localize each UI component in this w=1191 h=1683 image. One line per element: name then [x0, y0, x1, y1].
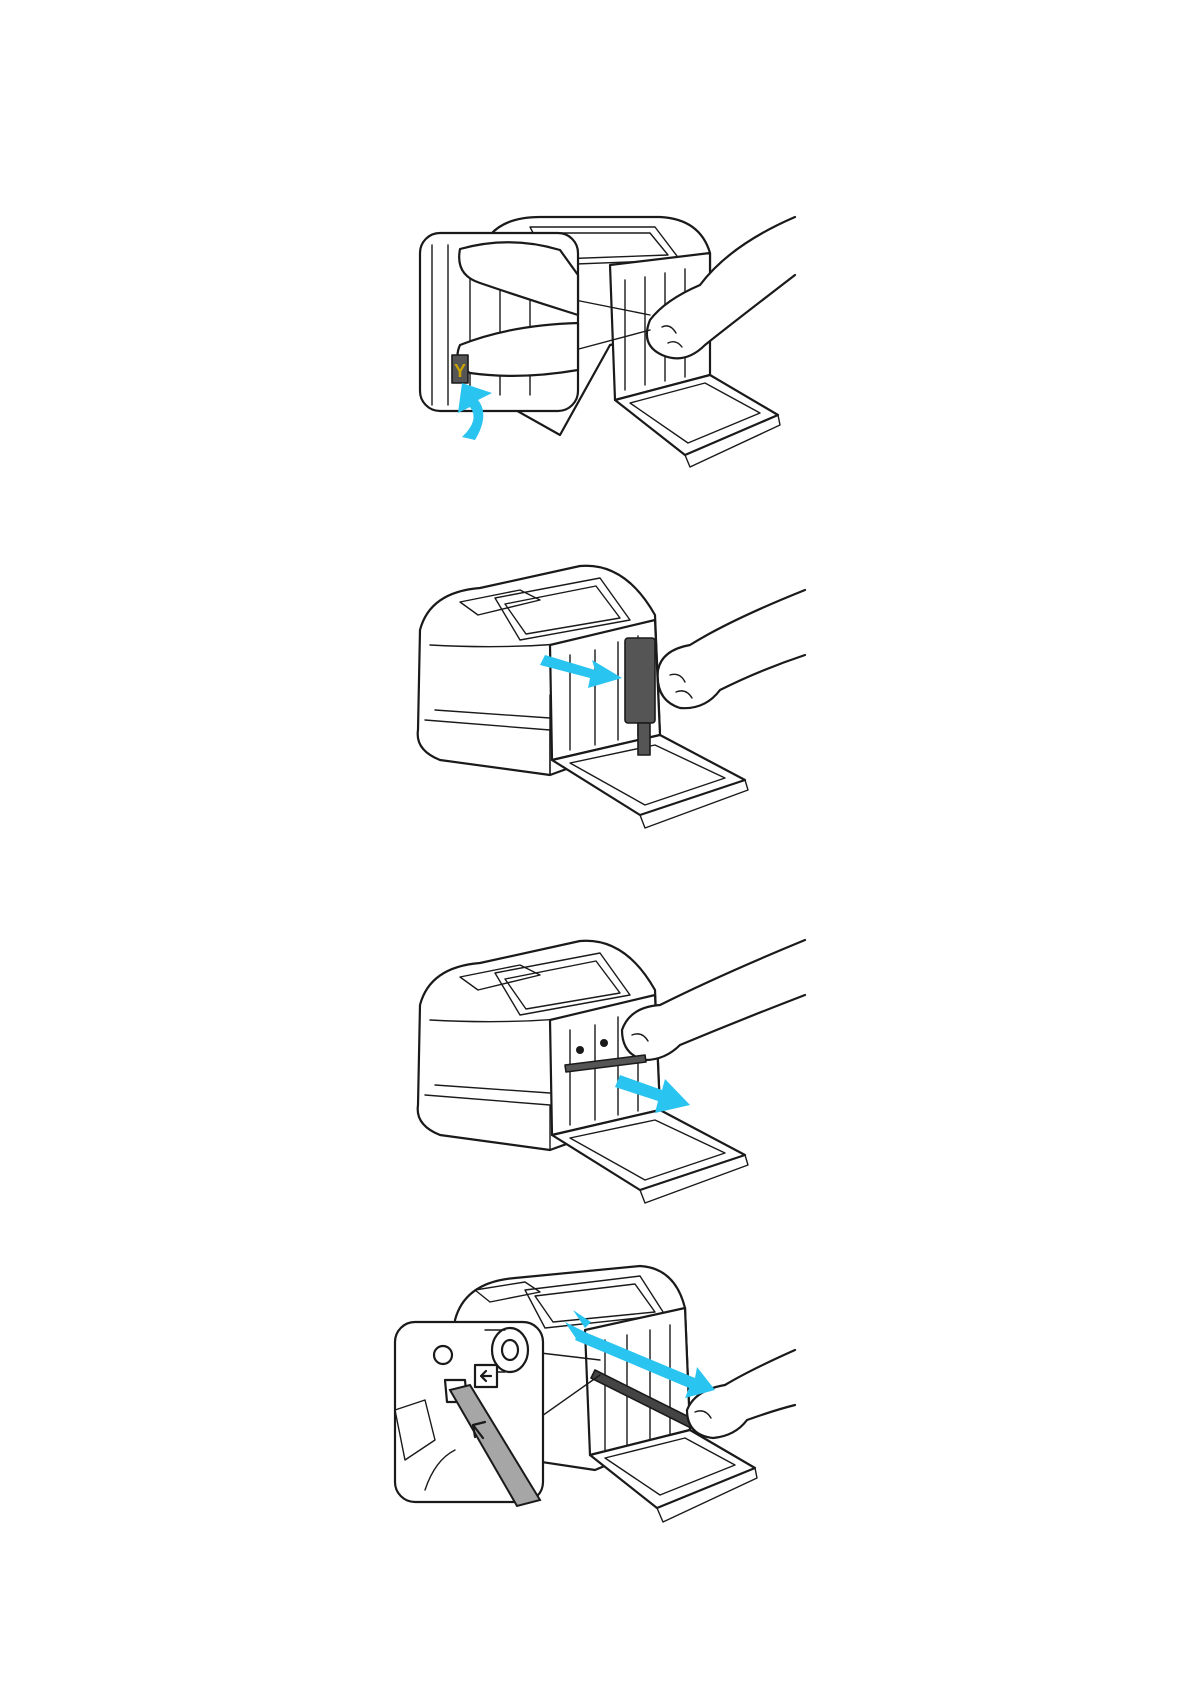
yellow-cartridge-label: Y — [454, 361, 466, 381]
figure-insert-cartridge: Y — [400, 205, 800, 470]
figure-remove-cartridge — [400, 560, 810, 830]
figure-clean-led-window — [395, 1260, 800, 1530]
figure-pull-cleaning-rod — [400, 935, 810, 1205]
